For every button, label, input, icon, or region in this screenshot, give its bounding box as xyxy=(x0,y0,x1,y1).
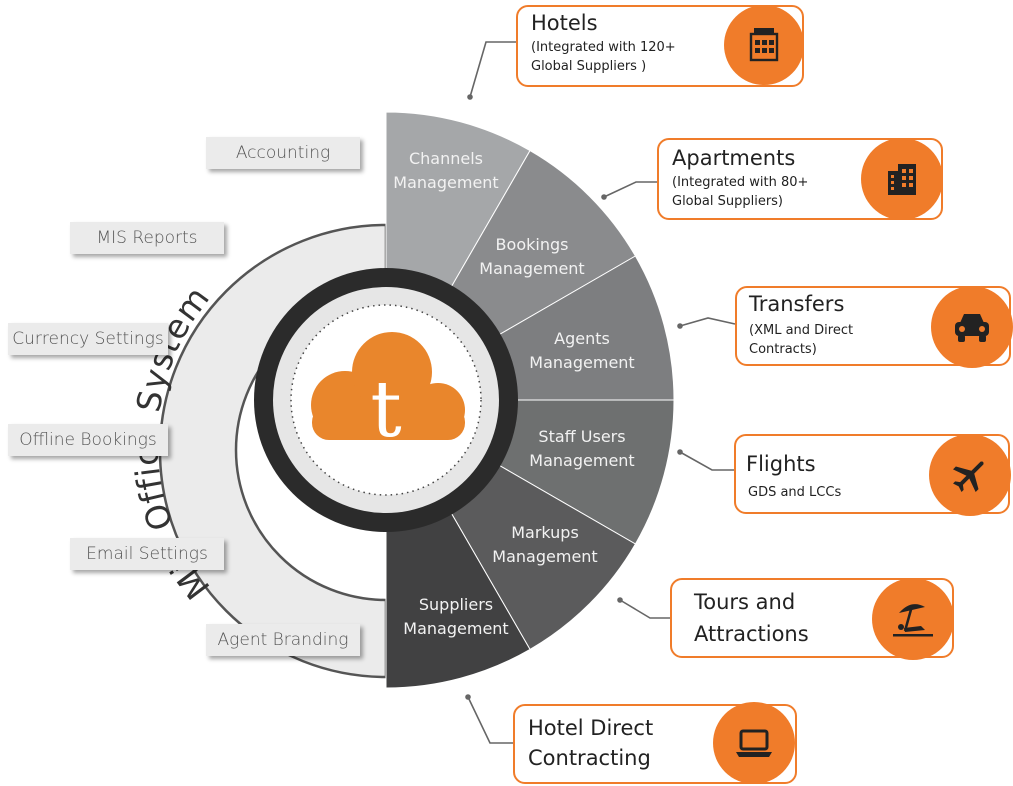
product-title: Transfers xyxy=(749,292,845,316)
product-subtitle: Global Suppliers) xyxy=(672,194,784,209)
product-subtitle: (Integrated with 120+ xyxy=(531,40,676,55)
setting-email: Email Settings xyxy=(70,538,224,570)
apartment-building-icon xyxy=(861,138,943,220)
product-subtitle: Contracting xyxy=(528,746,651,770)
hotel-building-icon xyxy=(724,5,804,85)
product-subtitle: Contracts) xyxy=(749,342,817,357)
setting-currency: Currency Settings xyxy=(8,323,168,355)
product-title: Tours and xyxy=(694,590,796,614)
product-subtitle: Attractions xyxy=(694,622,809,646)
beach-umbrella-icon xyxy=(872,578,954,660)
car-icon xyxy=(931,286,1013,368)
cloud-logo-icon xyxy=(311,332,465,440)
product-subtitle: (XML and Direct xyxy=(749,323,854,338)
logo-letter: t xyxy=(370,365,401,455)
product-title: Apartments xyxy=(672,146,796,170)
setting-offline-bookings: Offline Bookings xyxy=(8,424,168,456)
connector-lines xyxy=(465,41,736,744)
setting-mis-reports: MIS Reports xyxy=(70,222,224,254)
product-subtitle: Global Suppliers ) xyxy=(531,59,647,74)
product-subtitle: GDS and LCCs xyxy=(748,485,842,500)
laptop-icon xyxy=(713,702,795,784)
product-subtitle: (Integrated with 80+ xyxy=(672,175,809,190)
setting-agent-branding: Agent Branding xyxy=(206,624,360,656)
setting-accounting: Accounting xyxy=(206,137,360,169)
product-title: Flights xyxy=(746,452,816,476)
airplane-icon xyxy=(929,434,1011,516)
product-title: Hotels xyxy=(531,11,598,35)
product-title: Hotel Direct xyxy=(528,716,654,740)
